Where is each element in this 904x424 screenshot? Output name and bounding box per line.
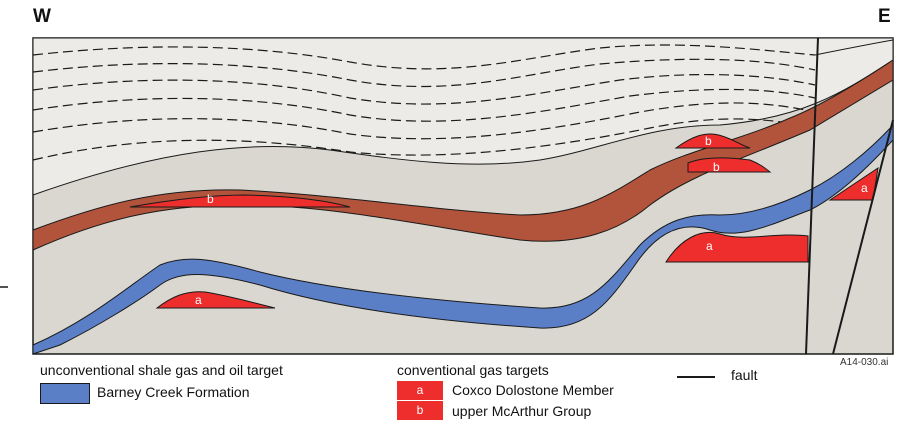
target-a-west — [155, 291, 276, 309]
upper-strata — [32, 37, 894, 196]
target-b-lower-east-label: b — [713, 160, 720, 174]
west-label: W — [33, 6, 51, 27]
target-b-upper-east — [674, 133, 751, 149]
legend-coxco-swatch — [397, 381, 443, 400]
target-b-upper-east-label: b — [705, 134, 712, 148]
legend-mcarthur-swatch — [397, 401, 443, 420]
figure-id: A14-030.ai — [840, 357, 889, 368]
faults — [805, 37, 894, 355]
target-b-west-label: b — [207, 192, 214, 206]
legend-barney-creek-swatch — [40, 383, 90, 404]
target-a-fault-block — [828, 166, 879, 201]
barney-creek-layer — [32, 123, 894, 355]
target-b-lower-east — [687, 157, 772, 173]
legend-mcarthur-code: b — [416, 403, 424, 417]
upper-contact-line — [814, 39, 894, 56]
legend-coxco-code: a — [416, 383, 424, 397]
target-a-fault-block-label: a — [861, 181, 868, 195]
legend-unconventional-heading: unconventional shale gas and oil target — [40, 362, 283, 378]
target-a-east-lower-label: a — [706, 239, 713, 253]
east-label: E — [878, 6, 891, 27]
target-a-west-label: a — [195, 293, 202, 307]
bedding-lines — [32, 44, 816, 161]
legend-fault-label: fault — [731, 367, 758, 383]
legend-conventional-heading: conventional gas targets — [397, 362, 549, 378]
legend-coxco-label: Coxco Dolostone Member — [452, 382, 614, 398]
legend-barney-creek-label: Barney Creek Formation — [97, 384, 250, 400]
legend-mcarthur-label: upper McArthur Group — [452, 403, 592, 419]
target-b-west — [129, 194, 351, 208]
target-a-east-lower — [665, 232, 809, 263]
